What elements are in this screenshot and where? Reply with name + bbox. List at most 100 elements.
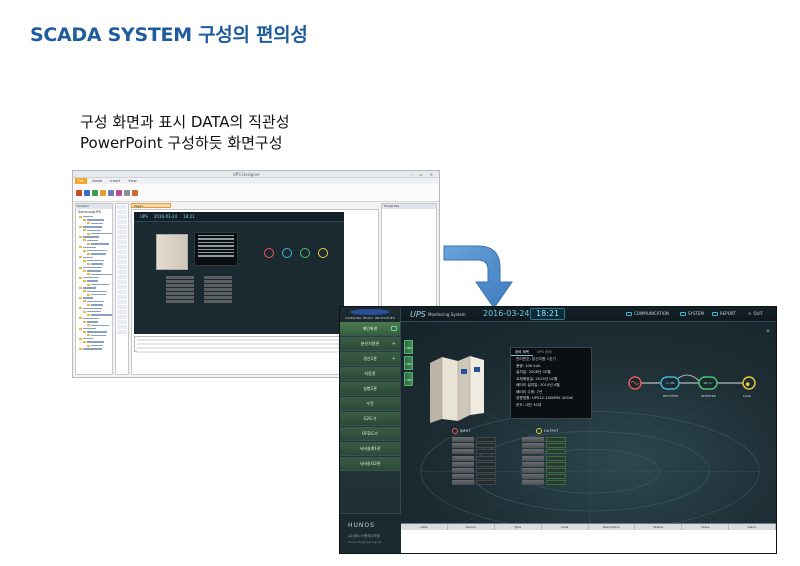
tree-node[interactable] xyxy=(83,229,112,232)
toolbox-item[interactable] xyxy=(117,280,127,284)
toolbox-item[interactable] xyxy=(117,215,127,219)
tree-node[interactable] xyxy=(79,266,112,269)
toolbox-item[interactable] xyxy=(117,210,127,214)
ribbon-icon[interactable] xyxy=(116,189,122,196)
ribbon-icon[interactable] xyxy=(76,189,82,196)
toolbox-item[interactable] xyxy=(117,320,127,324)
tree-node[interactable] xyxy=(87,334,112,337)
toolbox-item[interactable] xyxy=(117,270,127,274)
tree-node[interactable] xyxy=(79,276,112,279)
tree-node[interactable] xyxy=(79,307,112,310)
toolbox-item[interactable] xyxy=(117,285,127,289)
info-tab-equipment[interactable]: 장비 제목 xyxy=(511,348,533,356)
toolbox-item[interactable] xyxy=(117,205,127,209)
nav-item[interactable]: OFD도가 xyxy=(340,427,400,441)
system-button[interactable]: SYSTEM xyxy=(680,311,704,316)
toolbox-item[interactable] xyxy=(117,255,127,259)
nav-item[interactable]: 자동관 xyxy=(340,367,400,381)
ribbon-icon[interactable] xyxy=(132,189,138,196)
toolbox-item[interactable] xyxy=(117,315,127,319)
ribbon-icon[interactable] xyxy=(84,189,90,196)
toolbox-item[interactable] xyxy=(117,245,127,249)
toolbox-item[interactable] xyxy=(117,295,127,299)
tree-node[interactable] xyxy=(87,222,112,225)
tree-node[interactable] xyxy=(83,269,112,272)
editor-tab-2[interactable]: Home xyxy=(91,179,103,183)
editor-tab-file[interactable]: File xyxy=(75,178,87,184)
toolbox-item[interactable] xyxy=(117,250,127,254)
report-button[interactable]: REPORT xyxy=(712,311,736,316)
tree-node[interactable] xyxy=(79,246,112,249)
nav-item[interactable]: 메인화면 xyxy=(340,322,400,336)
editor-tab-4[interactable]: View xyxy=(128,179,137,183)
ribbon-icon[interactable] xyxy=(100,189,106,196)
tree-node[interactable] xyxy=(83,279,112,283)
tree-node[interactable] xyxy=(87,303,112,306)
toolbox-item[interactable] xyxy=(117,235,127,239)
tree-node[interactable] xyxy=(79,215,112,218)
quit-button[interactable]: ✕QUIT xyxy=(748,311,764,316)
toolbox-item[interactable] xyxy=(117,240,127,244)
tree-node[interactable] xyxy=(87,232,112,235)
toolbox-item[interactable] xyxy=(117,290,127,294)
tree-node[interactable] xyxy=(79,235,112,239)
toolbox-item[interactable] xyxy=(117,275,127,279)
editor-doc-tab[interactable]: Page1 xyxy=(131,203,171,208)
communication-button[interactable]: COMMUNICATION xyxy=(626,311,669,316)
editor-tab-3[interactable]: Insert xyxy=(110,179,121,183)
ribbon-icon[interactable] xyxy=(92,189,98,196)
tree-node[interactable] xyxy=(79,327,112,330)
toolbox-item[interactable] xyxy=(117,265,127,269)
tree-node[interactable] xyxy=(83,239,112,242)
tree-node[interactable] xyxy=(83,290,112,293)
tree-node[interactable] xyxy=(87,324,112,327)
tree-node[interactable] xyxy=(87,293,112,296)
tree-node[interactable] xyxy=(87,313,112,317)
tree-node[interactable] xyxy=(79,337,112,340)
nav-item[interactable]: 분산지원관+ xyxy=(340,337,400,351)
tree-node[interactable] xyxy=(83,300,112,303)
nav-item[interactable]: 수전 xyxy=(340,397,400,411)
tree-node[interactable] xyxy=(83,320,112,323)
tree-node[interactable] xyxy=(83,218,112,222)
toolbox-item[interactable] xyxy=(117,260,127,264)
tree-node[interactable] xyxy=(83,330,112,333)
nav-item[interactable]: 서버실계1관 xyxy=(340,442,400,456)
toolbox-item[interactable] xyxy=(117,305,127,309)
editor-canvas[interactable]: UPS 2016-03-24 18:21 xyxy=(131,209,379,375)
ups-side-tab[interactable]: UPS xyxy=(404,372,413,386)
tree-root[interactable]: SamsungUPS xyxy=(78,210,102,214)
tree-node[interactable] xyxy=(83,249,112,252)
tree-node[interactable] xyxy=(87,273,112,276)
info-tab-status[interactable]: UPS 상태 xyxy=(537,350,552,354)
toolbox-item[interactable] xyxy=(117,330,127,334)
nav-item[interactable]: 생산1관+ xyxy=(340,352,400,366)
toolbox-item[interactable] xyxy=(117,310,127,314)
tree-node[interactable] xyxy=(79,296,112,300)
tree-node[interactable] xyxy=(83,340,112,344)
nav-item[interactable]: G2도가 xyxy=(340,412,400,426)
toolbox-item[interactable] xyxy=(117,325,127,329)
tree-node[interactable] xyxy=(87,262,112,266)
tree-node[interactable] xyxy=(83,310,112,313)
tree-node[interactable] xyxy=(79,317,112,320)
tree-node[interactable] xyxy=(79,256,112,259)
nav-item[interactable]: 서버실치2관 xyxy=(340,457,400,471)
tree-node[interactable] xyxy=(79,286,112,289)
tree-node[interactable] xyxy=(87,252,112,255)
tree-node[interactable] xyxy=(79,347,112,350)
ribbon-icon[interactable] xyxy=(124,189,130,196)
tree-node[interactable] xyxy=(87,242,112,245)
toolbox-item[interactable] xyxy=(117,225,127,229)
ribbon-icon[interactable] xyxy=(108,189,114,196)
toolbox-item[interactable] xyxy=(117,300,127,304)
tree-node[interactable] xyxy=(83,259,112,262)
tree-node[interactable] xyxy=(79,225,112,228)
tree-node[interactable] xyxy=(87,283,112,286)
ups-side-tab[interactable]: UPS xyxy=(404,356,413,370)
ups-side-tab[interactable]: UPS xyxy=(404,340,413,354)
nav-item[interactable]: 실험1관 xyxy=(340,382,400,396)
toolbox-item[interactable] xyxy=(117,220,127,224)
tree-node[interactable] xyxy=(87,344,112,347)
toolbox-item[interactable] xyxy=(117,230,127,234)
